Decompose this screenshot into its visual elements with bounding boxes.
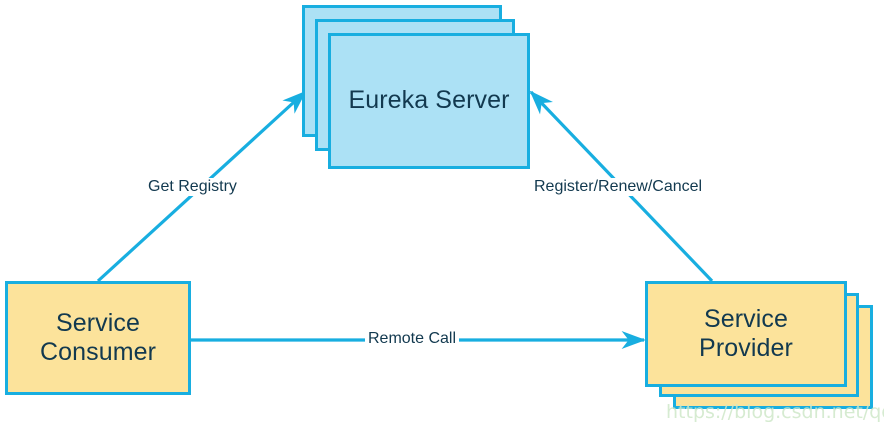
service-provider-stack-layer-front: Service Provider (645, 281, 847, 387)
service-provider-label: Service Provider (699, 304, 793, 363)
node-eureka-server[interactable]: Eureka Server (302, 5, 534, 173)
eureka-server-stack-layer-front: Eureka Server (328, 33, 530, 169)
watermark: https://blog.csdn.net/qqxx6661 (666, 401, 884, 423)
service-consumer-label: Service Consumer (39, 308, 157, 367)
edge-label-register-renew-cancel: Register/Renew/Cancel (531, 178, 706, 196)
eureka-server-label: Eureka Server (348, 86, 510, 115)
edge-label-get-registry: Get Registry (145, 178, 240, 196)
edge-label-remote-call: Remote Call (365, 330, 460, 348)
node-service-provider[interactable]: Service Provider (645, 281, 881, 411)
node-service-consumer[interactable]: Service Consumer (5, 281, 191, 395)
